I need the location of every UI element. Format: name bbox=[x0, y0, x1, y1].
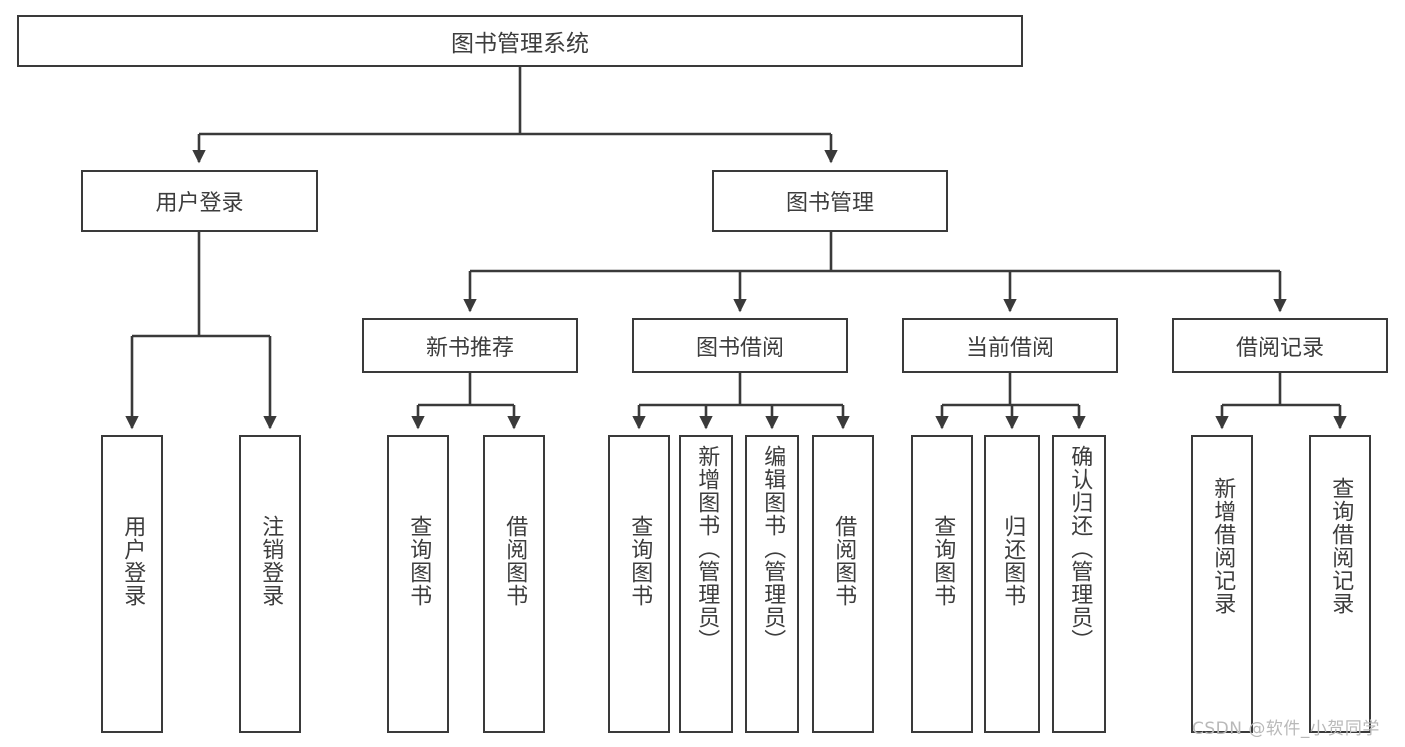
node-leaf-logout[interactable]: 注销登录 bbox=[239, 435, 301, 733]
leaf-label: 注销登录 bbox=[258, 515, 284, 607]
node-leaf-return-book[interactable]: 归还图书 bbox=[984, 435, 1040, 733]
leaf-label: 查询图书 bbox=[627, 515, 653, 607]
node-leaf-query-borrow-record[interactable]: 查询借阅记录 bbox=[1309, 435, 1371, 733]
leaf-label: 归还图书 bbox=[1000, 515, 1026, 607]
leaf-label: 查询图书 bbox=[406, 515, 432, 607]
node-leaf-borrow-book-1[interactable]: 借阅图书 bbox=[483, 435, 545, 733]
node-leaf-add-borrow-record[interactable]: 新增借阅记录 bbox=[1191, 435, 1253, 733]
leaf-label: 查询图书 bbox=[930, 515, 956, 607]
node-leaf-query-book-1[interactable]: 查询图书 bbox=[387, 435, 449, 733]
leaf-label: 借阅图书 bbox=[502, 515, 528, 607]
leaf-label: 新增图书（管理员） bbox=[694, 445, 720, 652]
node-leaf-edit-book-admin[interactable]: 编辑图书（管理员） bbox=[745, 435, 799, 733]
node-new-book-recommend[interactable]: 新书推荐 bbox=[362, 318, 578, 373]
node-book-borrow[interactable]: 图书借阅 bbox=[632, 318, 848, 373]
node-book-management[interactable]: 图书管理 bbox=[712, 170, 948, 232]
leaf-label: 确认归还（管理员） bbox=[1067, 445, 1093, 652]
node-leaf-query-book-2[interactable]: 查询图书 bbox=[608, 435, 670, 733]
leaf-label: 编辑图书（管理员） bbox=[760, 445, 786, 652]
node-leaf-confirm-return-admin[interactable]: 确认归还（管理员） bbox=[1052, 435, 1106, 733]
csdn-watermark: CSDN @软件_小贺同学 bbox=[1192, 719, 1380, 739]
leaf-label: 用户登录 bbox=[120, 515, 146, 607]
leaf-label: 新增借阅记录 bbox=[1210, 477, 1236, 615]
node-leaf-add-book-admin[interactable]: 新增图书（管理员） bbox=[679, 435, 733, 733]
node-leaf-query-book-3[interactable]: 查询图书 bbox=[911, 435, 973, 733]
node-leaf-borrow-book-2[interactable]: 借阅图书 bbox=[812, 435, 874, 733]
node-current-borrow[interactable]: 当前借阅 bbox=[902, 318, 1118, 373]
node-leaf-user-login[interactable]: 用户登录 bbox=[101, 435, 163, 733]
leaf-label: 查询借阅记录 bbox=[1328, 477, 1354, 615]
leaf-label: 借阅图书 bbox=[831, 515, 857, 607]
node-root-system[interactable]: 图书管理系统 bbox=[17, 15, 1023, 67]
node-user-login[interactable]: 用户登录 bbox=[81, 170, 318, 232]
node-borrow-record[interactable]: 借阅记录 bbox=[1172, 318, 1388, 373]
